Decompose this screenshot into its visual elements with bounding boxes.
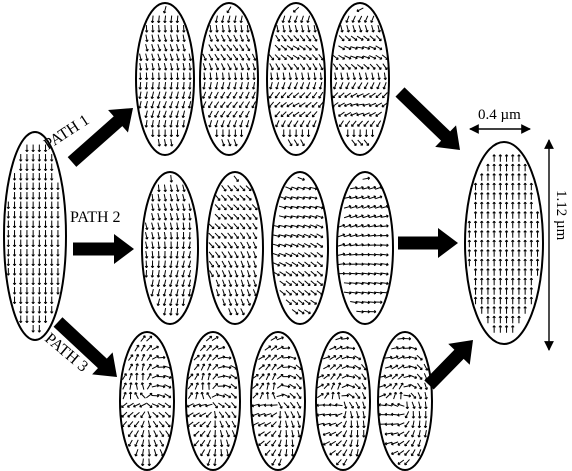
ellipse-layer (4, 3, 543, 470)
path-3-ellipse (251, 332, 305, 470)
path-2-start-arrow (73, 234, 134, 264)
height-dimension-label: 1.12 µm (553, 190, 569, 241)
path-1-end-arrow (390, 81, 471, 161)
final-state-ellipse (465, 142, 543, 344)
path-2-ellipse (337, 172, 393, 324)
path-3-ellipse (186, 332, 240, 470)
path-2-label: PATH 2 (70, 209, 121, 226)
initial-state-ellipse (4, 132, 66, 340)
path-3-ellipse (378, 332, 432, 470)
path-3-ellipse (120, 332, 174, 470)
path-1-ellipse (200, 3, 258, 155)
width-dimension-label: 0.4 µm (478, 107, 521, 123)
path-2-ellipse (272, 172, 328, 324)
path-1-ellipse (136, 3, 194, 155)
path-2-end-arrow (398, 228, 458, 258)
path-3-ellipse (316, 332, 370, 470)
path-2-ellipse (142, 172, 198, 324)
path-2-ellipse (207, 172, 263, 324)
path-1-ellipse (331, 3, 389, 155)
path-1-ellipse (267, 3, 325, 155)
